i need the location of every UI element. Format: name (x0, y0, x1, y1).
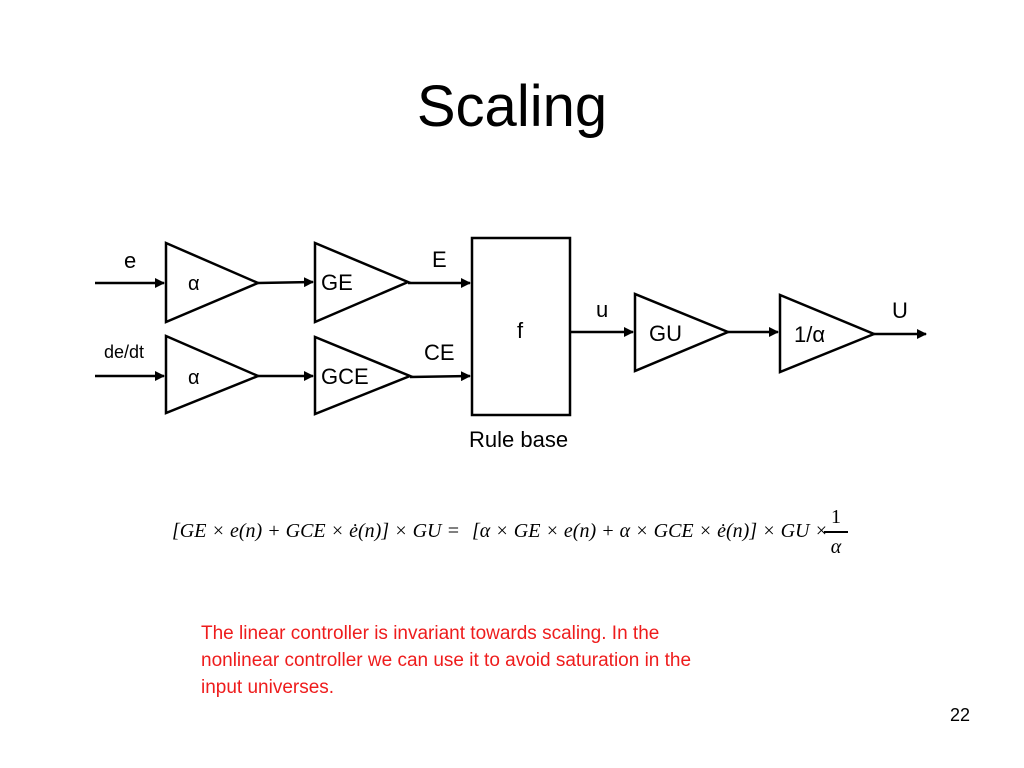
equation-fraction: 1 α (824, 505, 848, 559)
page-number: 22 (949, 705, 970, 725)
scaling-equation: [GE × e(n) + GCE × ė(n)] × GU = [α × GE … (172, 505, 872, 575)
slide-title: Scaling (416, 74, 608, 139)
label-dedt: de/dt (104, 342, 144, 362)
label-rule-base: Rule base (469, 427, 568, 452)
gu-amplifier (633, 292, 732, 373)
label-gu: GU (649, 321, 682, 346)
label-gce: GCE (321, 364, 369, 389)
explanation-note: The linear controller is invariant towar… (201, 623, 692, 698)
gce-amplifier (313, 335, 414, 416)
label-signal-e: E (432, 247, 447, 272)
label-alpha-bottom: α (188, 367, 200, 389)
ge-amplifier (313, 241, 412, 324)
alpha-bottom-amplifier (164, 334, 262, 415)
label-f: f (517, 318, 524, 343)
block-diagram: e de/dt α α GE GCE E CE f Rule base u GU… (95, 236, 927, 452)
label-inv-alpha: 1/α (794, 322, 825, 347)
label-ge: GE (321, 270, 353, 295)
fraction-bar (824, 531, 848, 533)
equation-lhs: [GE × e(n) + GCE × ė(n)] × GU = (172, 520, 460, 542)
fraction-denominator: α (830, 535, 842, 558)
alpha-to-ge-arrow (257, 277, 314, 288)
alpha-top-amplifier (164, 241, 262, 324)
label-signal-ce: CE (424, 340, 455, 365)
label-alpha-top: α (188, 273, 200, 295)
rule-base-block (470, 236, 572, 417)
label-signal-u: u (596, 297, 608, 322)
label-output-u: U (892, 298, 908, 323)
fraction-numerator: 1 (831, 506, 841, 528)
label-e: e (124, 248, 136, 273)
gce-to-rulebase-arrow (409, 371, 471, 382)
inv-alpha-amplifier (778, 293, 878, 374)
equation-rhs: [α × GE × e(n) + α × GCE × ė(n)] × GU × (472, 520, 828, 542)
